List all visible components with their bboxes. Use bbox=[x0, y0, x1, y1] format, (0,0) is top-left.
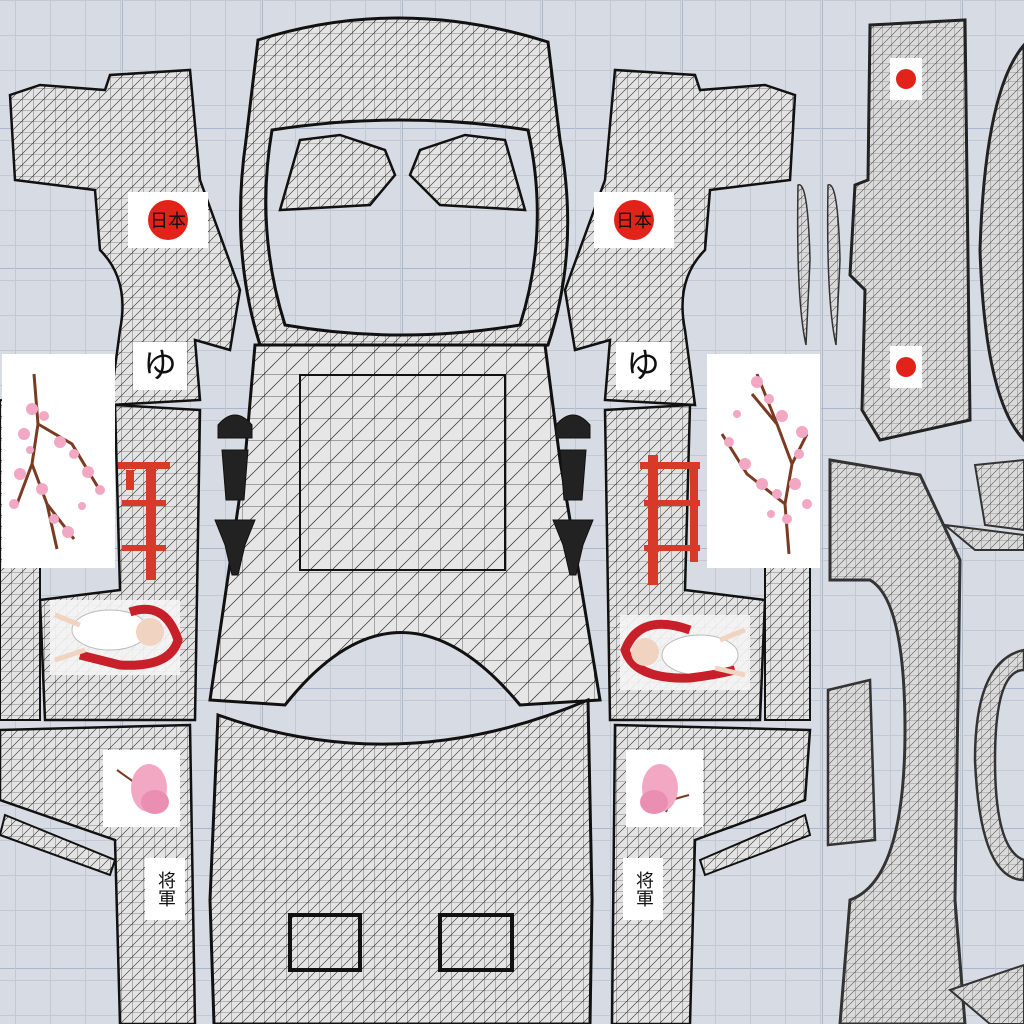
sakura-tree-icon bbox=[640, 764, 690, 814]
rising-sun-icon bbox=[896, 357, 916, 377]
kana-decal-right[interactable]: ゆ bbox=[616, 342, 670, 390]
rising-sun-decal-small-top[interactable] bbox=[890, 58, 922, 100]
kanji-decal-bottom-right[interactable]: 将軍 bbox=[623, 858, 663, 920]
rear-bumper-panel bbox=[848, 18, 972, 442]
sakura-tree-decal-right[interactable] bbox=[626, 750, 703, 827]
mirror-left bbox=[278, 133, 397, 212]
right-small-parts bbox=[552, 414, 594, 576]
cherry-blossom-decal-right[interactable] bbox=[707, 354, 820, 568]
front-bumper-panel bbox=[208, 697, 594, 1024]
right-rear-fender bbox=[563, 68, 797, 407]
kanji-top-left: 日本 bbox=[150, 211, 186, 232]
right-splitter bbox=[698, 813, 812, 877]
side-strip-b bbox=[826, 184, 841, 346]
cherry-blossom-decal-left[interactable] bbox=[2, 354, 115, 568]
left-rear-fender bbox=[8, 68, 242, 407]
kana-text-left: ゆ bbox=[143, 346, 177, 386]
sakura-tree-icon bbox=[116, 764, 169, 814]
kana-decal-left[interactable]: ゆ bbox=[133, 342, 187, 390]
rising-sun-decal-right[interactable]: 日本 bbox=[594, 192, 674, 248]
lip-panel bbox=[826, 678, 877, 847]
rear-valance bbox=[978, 42, 1024, 443]
center-grid-block bbox=[299, 374, 506, 571]
left-small-parts bbox=[214, 414, 256, 576]
kana-text-right: ゆ bbox=[626, 346, 660, 386]
corner-piece bbox=[948, 963, 1024, 1024]
sakura-tree-decal-left[interactable] bbox=[103, 750, 180, 827]
diffuser-panel bbox=[828, 458, 967, 1024]
rising-sun-decal-left[interactable]: 日本 bbox=[128, 192, 208, 248]
kanji-text-bottom-right: 将軍 bbox=[633, 871, 654, 907]
cherry-blossom-branch bbox=[720, 373, 812, 555]
ring-panel bbox=[973, 648, 1024, 882]
wing-blade bbox=[941, 523, 1024, 551]
roof-panel bbox=[238, 16, 570, 364]
rising-sun-decal-small-bottom[interactable] bbox=[890, 346, 922, 388]
rising-sun-icon: 日本 bbox=[614, 200, 654, 240]
left-splitter bbox=[0, 813, 117, 877]
kanji-decal-bottom-left[interactable]: 将軍 bbox=[145, 858, 185, 920]
kanji-text-bottom-left: 将軍 bbox=[155, 871, 176, 907]
kanji-top-right: 日本 bbox=[616, 211, 652, 232]
mirror-right bbox=[408, 133, 527, 212]
rising-sun-icon: 日本 bbox=[148, 200, 188, 240]
cherry-blossom-branch bbox=[9, 373, 105, 550]
rising-sun-icon bbox=[896, 69, 916, 89]
wing-piece bbox=[973, 458, 1024, 532]
side-strip-a bbox=[796, 184, 811, 346]
